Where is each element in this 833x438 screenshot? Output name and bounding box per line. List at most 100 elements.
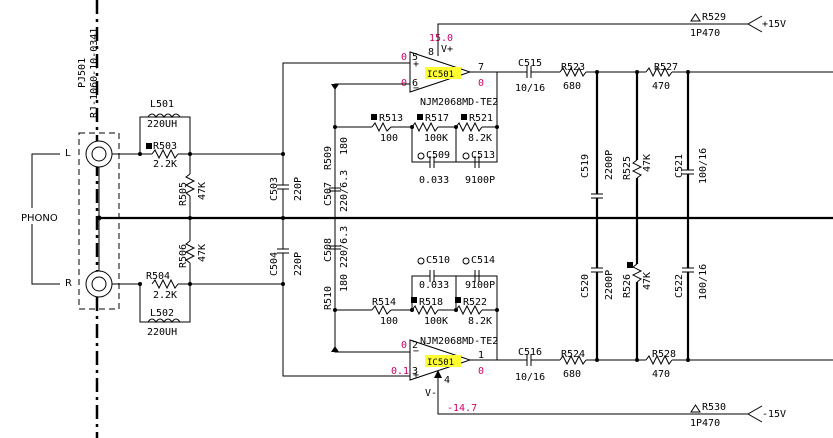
C521-value: 100/16 [698,148,709,184]
R529-ref: R529 [702,12,726,23]
C522-value: 100/16 [698,264,709,300]
R505-ref: R505 [178,182,189,206]
phono-label: PHONO [21,213,58,224]
resistor-R526 [631,263,643,283]
R510-value: 180 [339,274,350,292]
R527-ref: R527 [654,62,678,73]
opamp-bottom-volt-plus: 0.1 [391,366,409,377]
L501-value: 220UH [147,119,177,130]
R527-value: 470 [652,81,670,92]
opamp-bottom-pin-minus: 2 [412,340,418,351]
resistor-R518 [411,304,439,316]
R530-ref: R530 [702,402,726,413]
opamp-bottom-pin-v: 4 [444,375,450,386]
opamp-IC501-bottom [409,339,472,381]
C509-value: 0.033 [419,175,449,186]
R517-value: 100K [424,133,448,144]
R526-value: 47K [642,272,653,290]
opamp-top-out-volt: 0 [478,78,484,89]
connector-box [78,132,120,310]
svg-text:−: − [413,83,419,94]
opamp-bottom-v-label: V- [425,388,437,399]
opamp-bottom-supply-volt: -14.7 [447,403,477,414]
R504-ref: R504 [146,271,170,282]
resistor-R522 [455,304,483,316]
C513-value: 9100P [465,175,495,186]
C507-value: 220/6.3 [339,170,350,212]
R514-value: 100 [380,316,398,327]
R514-ref: R514 [372,297,396,308]
opamp-top-pin-minus: 6 [412,78,418,89]
inductor-L501 [147,113,181,118]
connector-ref: PJ501 [77,58,88,88]
C522-ref: C522 [674,274,685,298]
resistor-R506 [184,240,196,264]
R513-value: 100 [380,133,398,144]
svg-text:−: − [413,346,419,357]
R506-value: 47K [197,244,208,262]
R503-ref: R503 [153,141,177,152]
C516-value: 10/16 [515,372,545,383]
svg-text:+: + [413,370,419,381]
C504-value: 220P [293,252,304,276]
R529-value: 1P470 [690,28,720,39]
opamp-bottom-ref: IC501 [427,358,454,368]
C520-ref: C520 [580,274,591,298]
R509-ref: R509 [323,146,334,170]
connector-part: RJ-1060-10-0341 [89,28,100,118]
opamp-bottom-pin-plus: 3 [412,366,418,377]
R530-value: 1P470 [690,418,720,429]
R528-value: 470 [652,369,670,380]
L502-ref: L502 [150,308,174,319]
R518-value: 100K [424,316,448,327]
opamp-top-pin-out: 7 [478,62,484,73]
R523-value: 680 [563,81,581,92]
opamp-IC501-top [409,51,472,93]
C514-ref: C514 [471,255,495,266]
resistor-R527 [645,66,673,78]
supply-neg: -15V [762,409,786,420]
R513-ref: R513 [379,113,403,124]
C508-ref: C508 [323,238,334,262]
opamp-top-v-label: V+ [441,44,453,55]
C510-value: 0.033 [419,280,449,291]
L501-ref: L501 [150,99,174,110]
C513-ref: C513 [471,150,495,161]
C510-ref: C510 [426,255,450,266]
R526-ref: R526 [622,274,633,298]
resistor-R523 [559,66,587,78]
C514-value: 9100P [465,280,495,291]
R521-ref: R521 [469,113,493,124]
resistor-R514 [371,304,392,316]
R525-ref: R525 [622,156,633,180]
C519-value: 2200P [604,150,615,180]
resistor-R524 [559,354,587,366]
opamp-bottom-pin-out: 1 [478,350,484,361]
jack-left-label: L [65,148,71,159]
R509-value: 180 [339,137,350,155]
R524-value: 680 [563,369,581,380]
R517-ref: R517 [425,113,449,124]
resistor-R505 [184,173,196,197]
resistor-R525 [631,159,643,179]
C521-ref: C521 [674,154,685,178]
R525-value: 47K [642,154,653,172]
opamp-top-part: NJM2068MD-TE2 [420,97,498,108]
R503-value: 2.2K [153,159,177,170]
C509-ref: C509 [426,150,450,161]
R504-value: 2.2K [153,290,177,301]
inductor-L502 [147,318,181,323]
jack-right-label: R [65,278,72,289]
R522-value: 8.2K [468,316,492,327]
opamp-top-ref: IC501 [427,70,454,80]
L502-value: 220UH [147,327,177,338]
C516-ref: C516 [518,347,542,358]
C507-ref: C507 [323,182,334,206]
C515-ref: C515 [518,58,542,69]
C503-ref: C503 [269,177,280,201]
opamp-bottom-out-volt: 0 [478,366,484,377]
C515-value: 10/16 [515,83,545,94]
resistor-R517 [411,121,439,133]
C519-ref: C519 [580,154,591,178]
